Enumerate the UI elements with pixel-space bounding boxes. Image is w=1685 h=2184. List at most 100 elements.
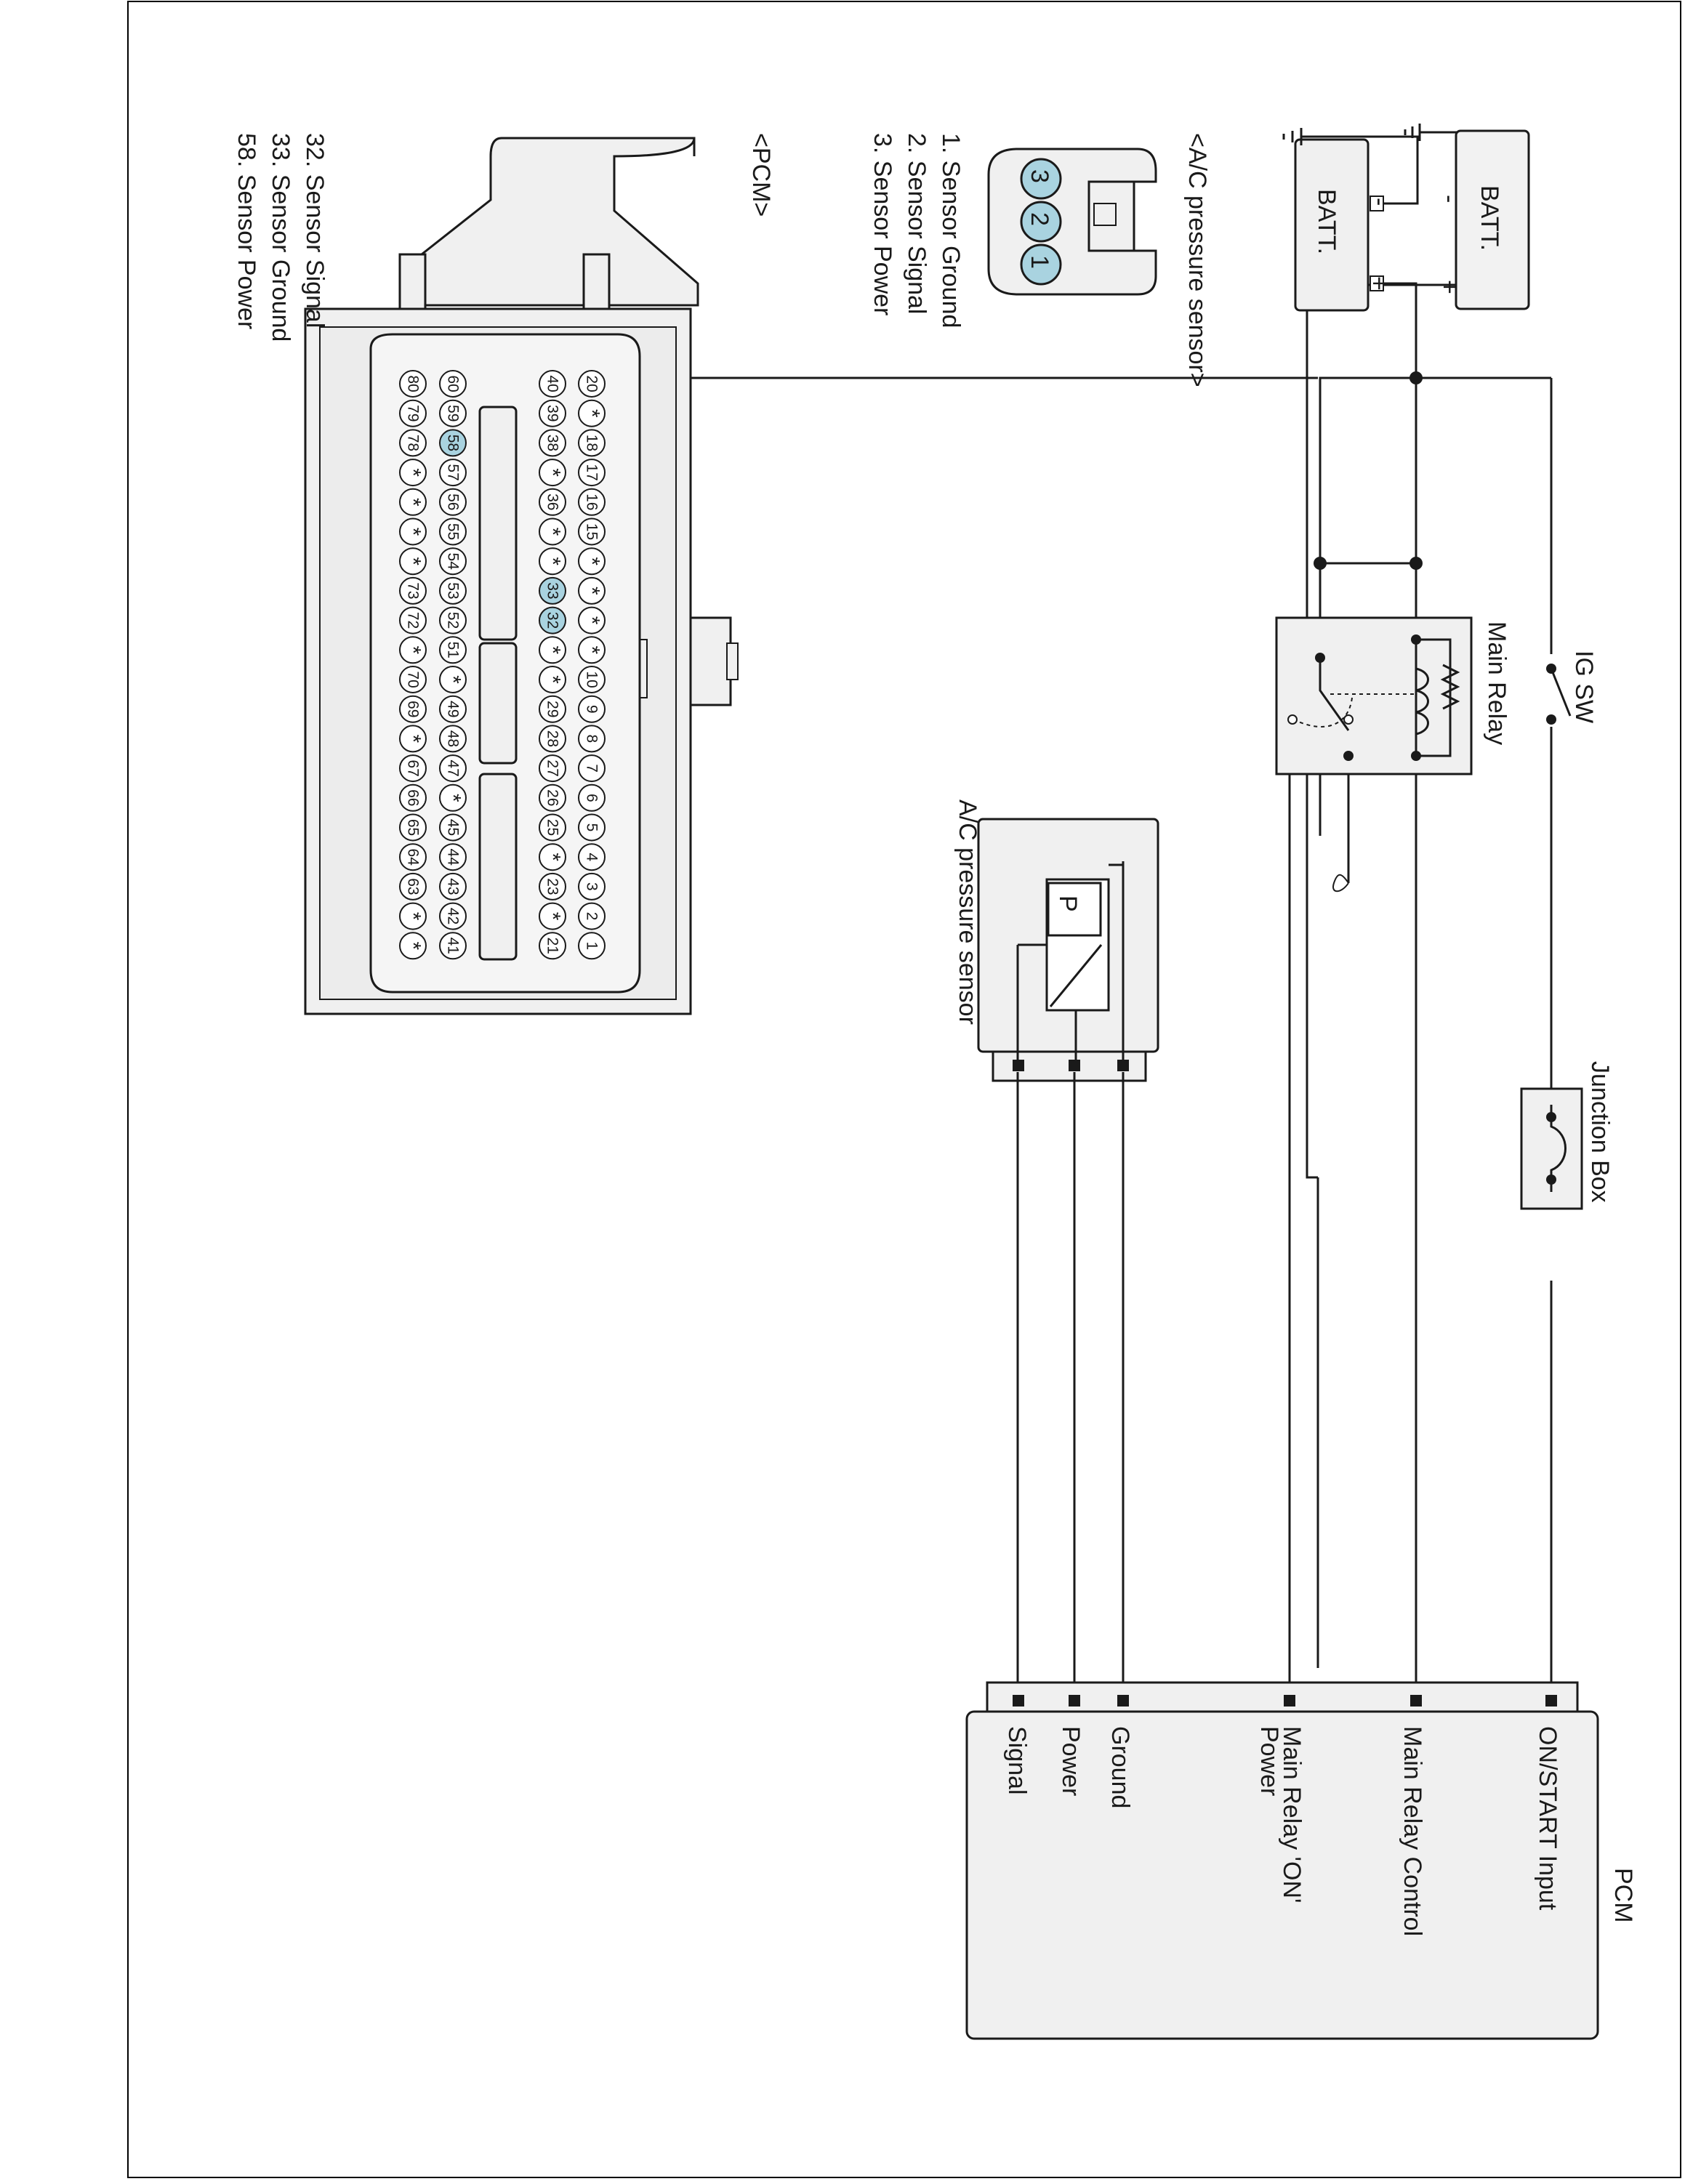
circuit: BATT. - + [954, 128, 1637, 2040]
pcm-pin-label: 73 [405, 582, 422, 599]
pcm-pin-80 [399, 370, 427, 398]
pcm-pin-unused [539, 459, 566, 487]
pcm-pin-label: 4 [584, 853, 600, 861]
pcm-pin-label: * [401, 528, 425, 536]
pcm-connector-title: <PCM> [747, 133, 775, 217]
pcm-pin-label: 7 [584, 764, 600, 773]
pcm-pin-26 [539, 783, 566, 812]
pcm-pin-29 [539, 695, 566, 723]
pcm-pin-47 [439, 754, 467, 783]
pcm-pin-15 [578, 517, 606, 546]
pcm-legend-3: 58. Sensor Power [233, 133, 260, 329]
pcm-pin-label: 6 [584, 794, 600, 802]
pcm-pin-unused [439, 666, 467, 693]
pcm-pin-label-on-start: ON/START Input [1534, 1726, 1561, 1911]
pcm-pin-17 [578, 459, 606, 487]
pcm-pin-label: 45 [445, 819, 462, 836]
pcm-pin-label: * [580, 587, 604, 595]
pcm-label: PCM [1609, 1868, 1637, 1923]
pcm-pin-45 [439, 813, 467, 842]
pcm-pin-label: 64 [405, 849, 422, 866]
junction-box: Junction Box [1520, 1061, 1614, 1210]
pcm-pin-59 [439, 399, 467, 427]
pcm-pin-7 [578, 754, 606, 783]
pcm-pin-33 [539, 576, 566, 605]
pcm-pin-44 [439, 843, 467, 871]
battery-label: BATT. [1476, 185, 1503, 251]
pcm-pin-label: * [401, 557, 425, 565]
battery: BATT. - + [1294, 138, 1394, 312]
pcm-pin-label-main-relay-on-power: Power [1255, 1726, 1283, 1796]
pcm-pin-label: 3 [584, 882, 600, 891]
pcm-pin-unused [399, 488, 427, 516]
pcm-pin-2 [578, 902, 606, 930]
pcm-pin-3 [578, 872, 606, 900]
pcm-pin-label: 49 [445, 701, 462, 717]
pcm-pin-52 [439, 606, 467, 634]
pcm-pin-label: 63 [405, 878, 422, 895]
pcm-pin-25 [539, 813, 566, 842]
pcm-pin-label: 39 [544, 405, 561, 422]
pcm-pin-label: 79 [405, 405, 422, 422]
pcm-pin-unused [578, 547, 606, 576]
pcm-pin-unused [439, 783, 467, 812]
main-relay: Main Relay [1275, 616, 1511, 892]
pcm-pin-56 [439, 488, 467, 516]
pcm-pin-label: 60 [445, 375, 462, 392]
pcm-pin-label: * [541, 675, 565, 684]
pcm-pin-unused [539, 517, 566, 546]
pcm-pin-72 [399, 606, 427, 634]
pcm-pin-6 [578, 783, 606, 812]
pcm-pin-79 [399, 399, 427, 427]
pcm-pin-73 [399, 576, 427, 605]
pcm-pin-label: 27 [544, 759, 561, 776]
pcm-pin-label: 48 [445, 730, 462, 747]
pcm-pin-label: 59 [445, 405, 462, 422]
pcm-pin-unused [578, 636, 606, 664]
pcm-pin-label: 42 [445, 908, 462, 924]
pcm-pin-unused [399, 725, 427, 753]
sensor-legend-2: 2. Sensor Signal [903, 133, 930, 315]
pcm-pin-53 [439, 576, 467, 605]
pcm-pin-18 [578, 429, 606, 457]
battery-plus-label: + [1436, 280, 1463, 294]
pcm-pin-label: 36 [544, 493, 561, 510]
pcm-pin-23 [539, 872, 566, 900]
pcm-pin-label: 43 [445, 878, 462, 895]
pcm-pin-49 [439, 695, 467, 723]
ac-pressure-sensor: P A/C pressure sensor [954, 799, 1159, 1082]
pcm-pin-unused [399, 636, 427, 664]
rotated-diagram: BATT. - + [595, 124, 1530, 1668]
sensor-connector-view: <A/C pressure sensor> 3 2 1 1. Sensor Gr… [869, 133, 1211, 387]
pcm-pin-unused [399, 902, 427, 930]
pcm-pin-55 [439, 517, 467, 546]
pcm-pin-32 [539, 606, 566, 634]
pcm-pin-label: 72 [405, 612, 422, 629]
pcm-pin-label: 44 [445, 849, 462, 866]
junction-box-label: Junction Box [1586, 1061, 1614, 1203]
pcm-legend-2: 33. Sensor Ground [267, 133, 294, 342]
pcm-pin-57 [439, 459, 467, 487]
pcm-pin-54 [439, 547, 467, 576]
pcm-pin-78 [399, 429, 427, 457]
pcm-pin-66 [399, 783, 427, 812]
pcm-pin-signal [1013, 1695, 1024, 1706]
pcm-pin-label: * [541, 853, 565, 861]
pcm-pin-label: * [541, 468, 565, 477]
pcm-pin-label: 70 [405, 671, 422, 688]
pcm-pin-label: 53 [445, 582, 462, 599]
pcm-pin-60 [439, 370, 467, 398]
pcm-pin-label: 1 [584, 941, 600, 950]
pcm-pin-label: 2 [584, 912, 600, 921]
battery-minus-label: - [1436, 195, 1463, 203]
ig-switch: IG SW [1546, 650, 1598, 725]
pcm-pin-power [1069, 1695, 1080, 1706]
pcm-pin-4 [578, 843, 606, 871]
pcm-pin-label: 41 [445, 938, 462, 954]
sensor-pin-1: 1 [1026, 255, 1053, 269]
pcm-pin-label: * [580, 409, 604, 418]
pcm-pin-label: 28 [544, 730, 561, 747]
pcm-pin-label: * [401, 735, 425, 744]
pcm-pin-label: * [401, 498, 425, 507]
